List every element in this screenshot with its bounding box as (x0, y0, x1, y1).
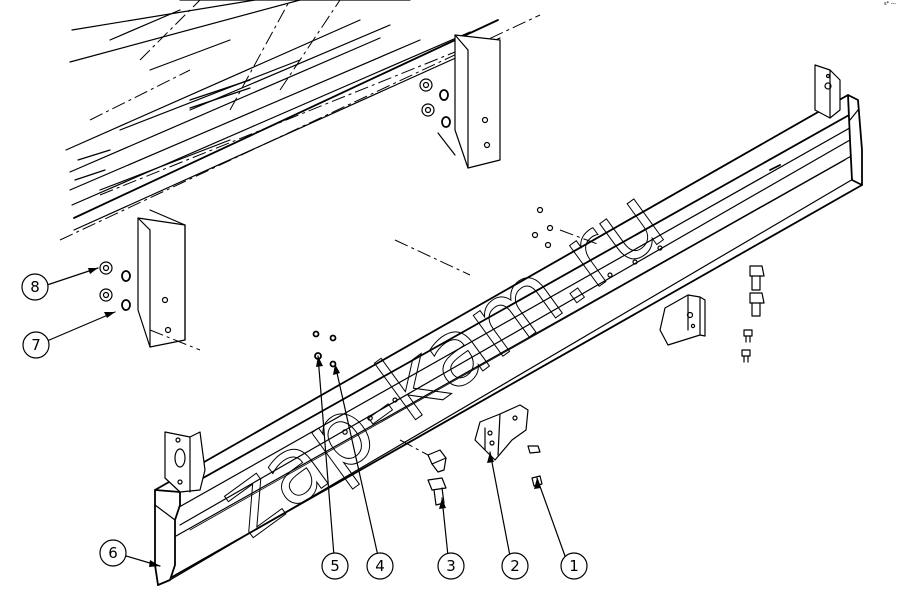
bolt-group-lower (399, 439, 543, 506)
callout-2: 2 (501, 552, 529, 580)
right-end-bracket (814, 64, 841, 119)
callout-5-label: 5 (330, 557, 340, 575)
callout-7-label: 7 (31, 336, 41, 354)
callout-8-label: 8 (30, 278, 40, 296)
nut-washer-group-upper (419, 78, 451, 128)
callout-6-label: 6 (108, 544, 118, 562)
callout-7: 7 (22, 331, 50, 359)
corner-mark: s* --- (884, 1, 896, 7)
callout-4: 4 (366, 552, 394, 580)
callout-8: 8 (21, 273, 49, 301)
callout-4-label: 4 (375, 557, 385, 575)
callout-5: 5 (321, 552, 349, 580)
upper-frame (59, 0, 541, 241)
callout-2-label: 2 (510, 557, 520, 575)
mounting-plate-lower (474, 404, 529, 461)
mounting-plate-upper (659, 294, 706, 346)
callout-arrowheads (88, 268, 541, 567)
left-bracket-post (137, 209, 201, 351)
small-nut-group (312, 330, 337, 368)
callout-3: 3 (437, 552, 465, 580)
bolt-group-right (741, 265, 765, 363)
callout-3-label: 3 (446, 557, 456, 575)
nut-washer-group-left (99, 261, 131, 311)
callout-1: 1 (560, 552, 588, 580)
right-bracket-post (437, 34, 501, 169)
left-end-bracket (164, 431, 206, 493)
callout-6: 6 (99, 539, 127, 567)
bumper-beam (154, 94, 863, 586)
callout-1-label: 1 (569, 557, 579, 575)
